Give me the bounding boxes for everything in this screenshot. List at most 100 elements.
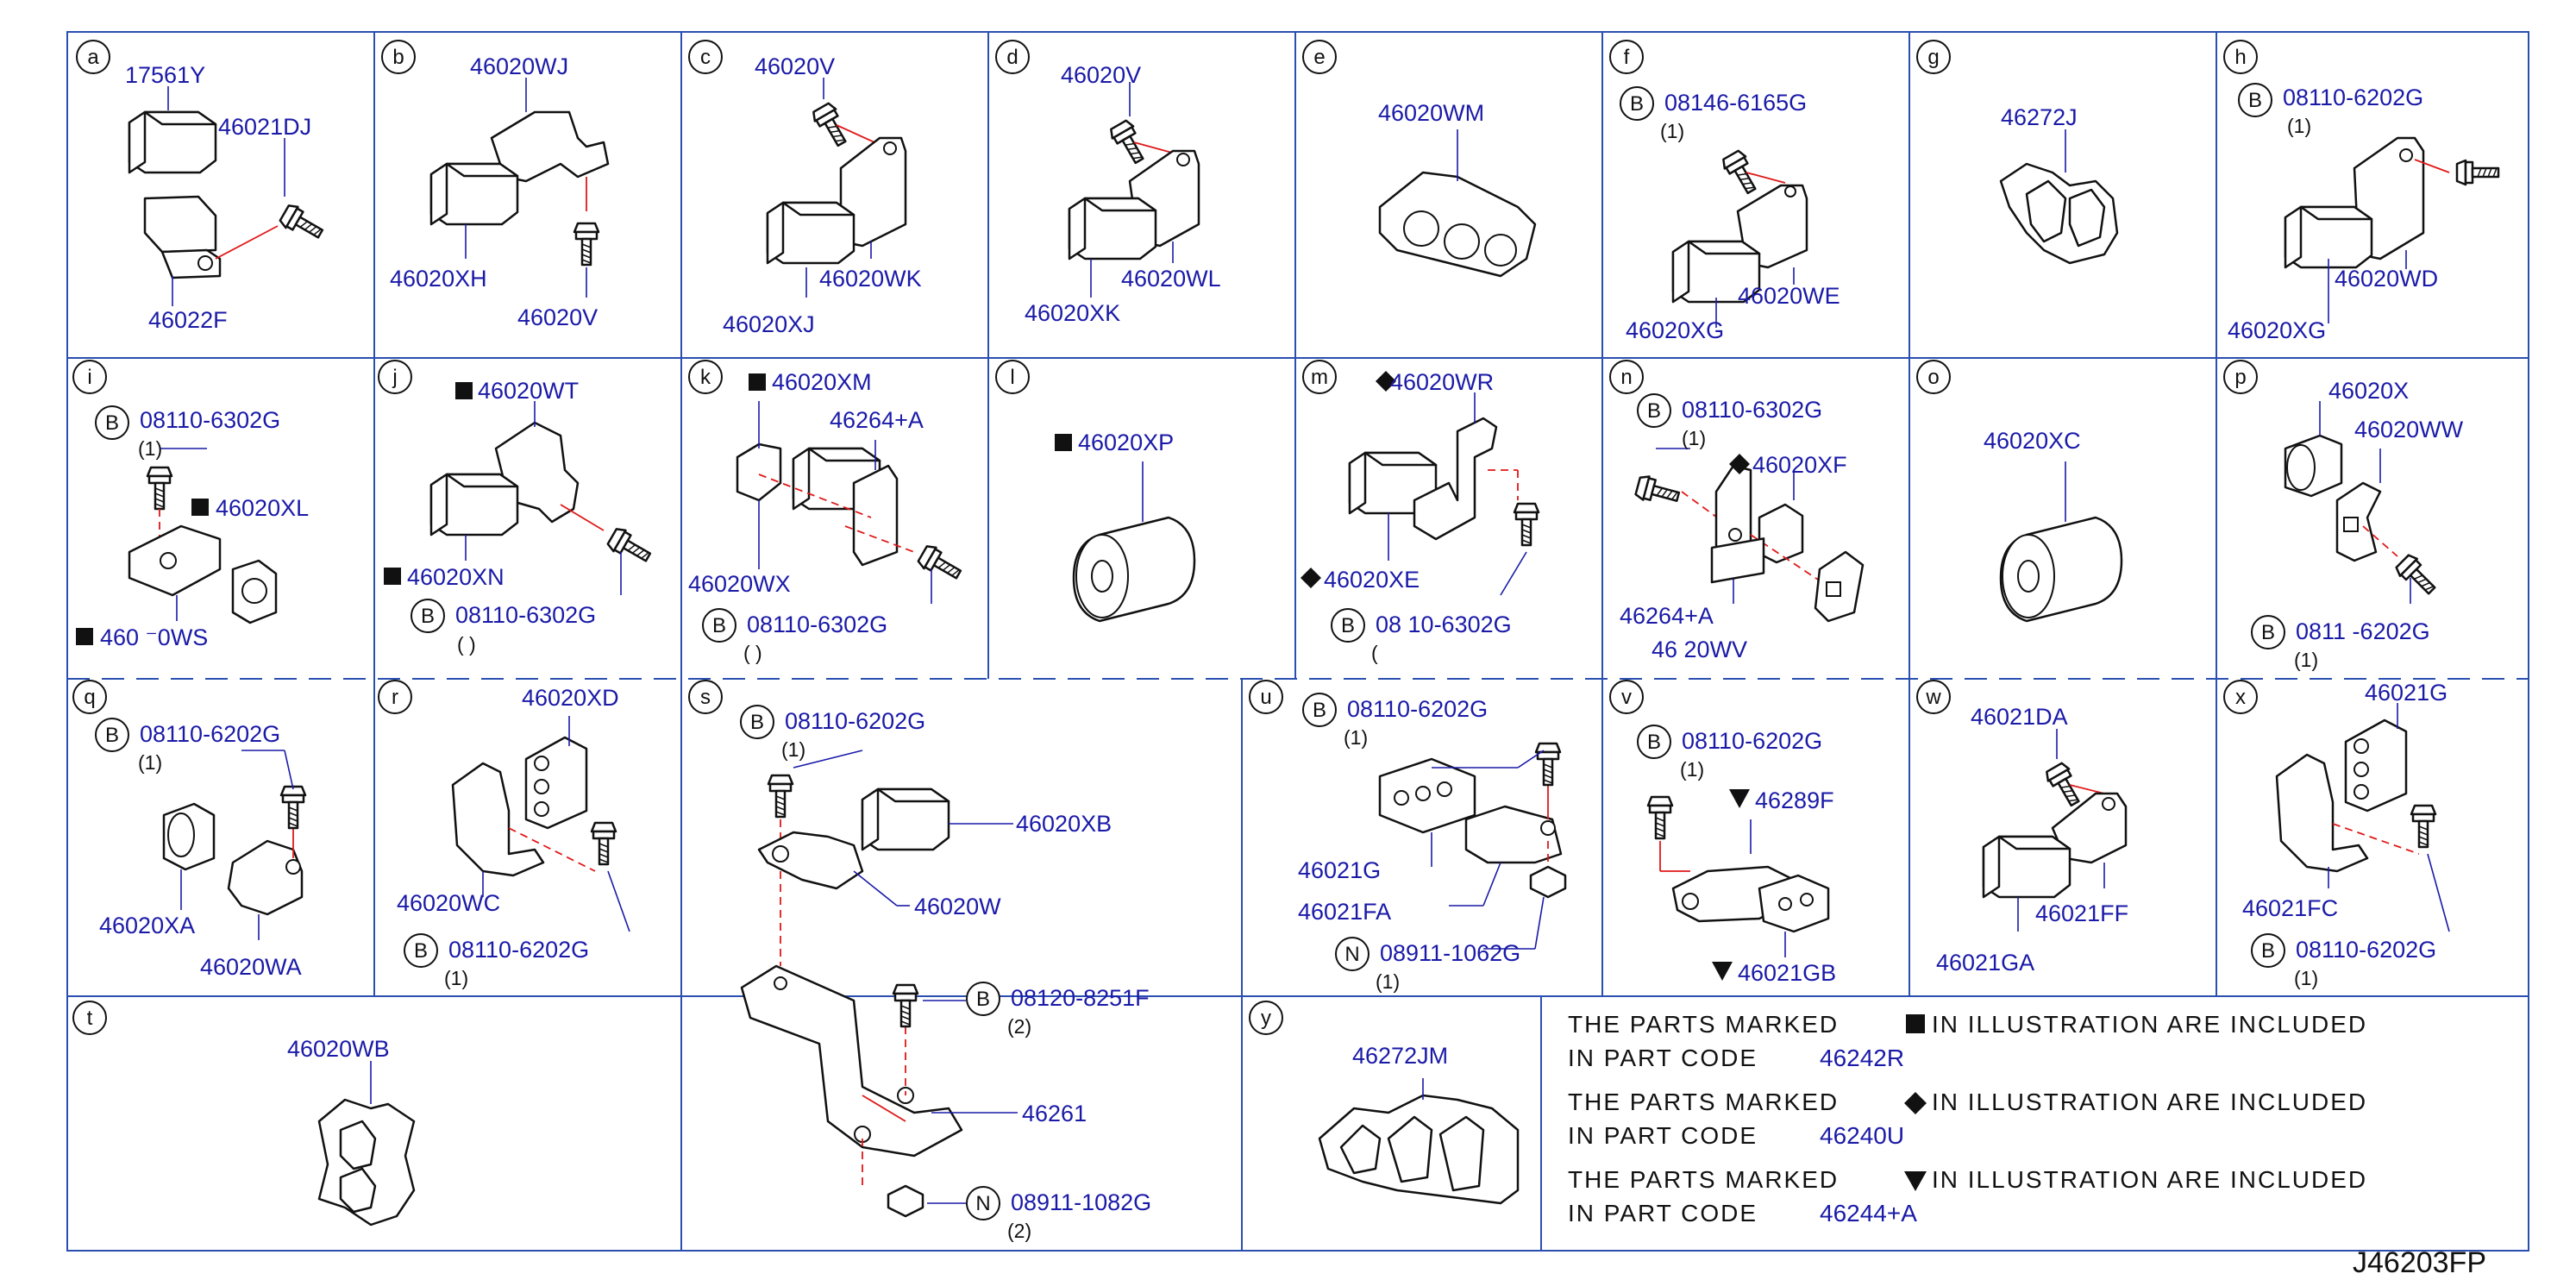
part-label: 46020XP	[1078, 430, 1174, 455]
svg-text:l: l	[1010, 366, 1014, 389]
circle-b-letter: B	[421, 605, 435, 628]
panel-i-illustration	[128, 448, 278, 624]
panel-letter-l: l	[995, 360, 1030, 394]
note-3-suffix: IN ILLUSTRATION ARE INCLUDED	[1932, 1166, 2367, 1193]
panel-letter-m: m	[1302, 360, 1337, 394]
circle-b-letter: B	[1647, 399, 1661, 423]
panel-o-illustration	[1999, 461, 2123, 623]
svg-text:d: d	[1006, 46, 1018, 69]
part-label: 46020XJ	[723, 311, 815, 337]
circle-b-letter: B	[2248, 89, 2262, 112]
svg-text:n: n	[1620, 366, 1632, 389]
circle-b-letter: B	[1341, 614, 1355, 637]
qty-label: ( )	[457, 633, 476, 656]
qty-label: (1)	[138, 751, 162, 774]
note-3-code: 46244+A	[1820, 1200, 1917, 1227]
note-2-line-2: IN PART CODE	[1568, 1122, 1758, 1149]
triangle-mark-icon	[1712, 962, 1733, 981]
panel-letter-u: u	[1249, 680, 1283, 714]
panel-v-illustration	[1646, 537, 1830, 957]
part-label: 46020XH	[390, 266, 487, 292]
circle-b-letter: B	[105, 411, 119, 435]
circle-b-letter: B	[1647, 731, 1661, 754]
part-label: 46264+A	[830, 407, 924, 433]
square-mark-icon	[76, 628, 93, 645]
part-label: 46020XD	[522, 685, 619, 711]
part-label: 08110-6302G	[747, 612, 887, 637]
svg-text:u: u	[1260, 686, 1271, 709]
circle-b-letter: B	[750, 711, 764, 734]
svg-text:y: y	[1261, 1007, 1271, 1030]
part-label: 46020WJ	[470, 53, 568, 79]
svg-text:h: h	[2234, 46, 2246, 69]
panel-x-illustration	[2275, 703, 2450, 932]
part-label: 08110-6202G	[785, 708, 925, 734]
qty-label: (2)	[1007, 1220, 1031, 1242]
circle-b-icon	[2251, 933, 2285, 968]
panel-letter-k: k	[688, 360, 723, 394]
part-label: 46020WC	[397, 890, 500, 916]
part-label: 46020XM	[772, 369, 872, 395]
part-label: 46020XG	[2228, 317, 2326, 343]
circle-n-icon	[966, 1186, 1000, 1220]
qty-label: (1)	[2294, 967, 2318, 989]
panel-d-illustration	[1068, 82, 1200, 298]
part-label: 46020XC	[1984, 428, 2081, 454]
diamond-mark-icon	[1729, 454, 1750, 474]
panel-letter-g: g	[1916, 40, 1951, 74]
circle-n-letter: N	[1344, 943, 1359, 966]
panel-h-illustration	[2284, 136, 2500, 323]
part-label: 08110-6302G	[140, 407, 280, 433]
part-label: 08110-6202G	[1682, 728, 1822, 754]
panel-u-illustration	[1378, 742, 1567, 950]
circle-b-icon	[95, 405, 129, 440]
square-mark-icon	[455, 382, 473, 399]
panel-c-illustration	[766, 78, 907, 298]
svg-text:s: s	[700, 686, 711, 709]
svg-text:j: j	[392, 366, 397, 389]
square-mark-icon	[384, 568, 401, 585]
qty-label: (1)	[2287, 115, 2311, 137]
panel-letter-t: t	[72, 1001, 107, 1035]
part-label: 46021G	[1298, 857, 1381, 883]
svg-text:k: k	[700, 366, 711, 389]
part-label: 46020X	[2328, 378, 2409, 404]
part-label: 46020WL	[1121, 266, 1221, 292]
circle-b-icon	[2251, 615, 2285, 649]
qty-label: (1)	[1660, 120, 1684, 142]
panel-dividers	[373, 32, 2528, 1252]
note-2-suffix: IN ILLUSTRATION ARE INCLUDED	[1932, 1089, 2367, 1115]
part-label: 08110-6202G	[448, 937, 589, 963]
circle-b-icon	[411, 599, 445, 633]
panel-p-illustration	[2284, 401, 2441, 604]
part-label: 46021GA	[1936, 950, 2034, 976]
circle-b-icon	[702, 608, 736, 643]
part-label: 08110-6202G	[1347, 696, 1488, 722]
panel-letter-p: p	[2223, 360, 2258, 394]
part-label: 17561Y	[125, 62, 205, 88]
panel-letter-b: b	[381, 40, 416, 74]
circle-b-icon	[1637, 725, 1671, 759]
panel-letter-o: o	[1916, 360, 1951, 394]
qty-label: (1)	[1682, 427, 1706, 449]
part-label: 46021FC	[2242, 895, 2338, 921]
part-label: 46020XB	[1016, 811, 1112, 837]
panel-letter-c: c	[688, 40, 723, 74]
circle-n-icon	[1335, 937, 1369, 971]
circle-b-letter: B	[105, 724, 119, 747]
circle-b-letter: B	[976, 988, 990, 1011]
qty-label: (1)	[444, 967, 468, 989]
circle-b-icon	[1331, 608, 1365, 643]
qty-label: (1)	[1344, 726, 1368, 749]
diagram-code: J46203FP	[2353, 1246, 2486, 1279]
part-label: 46020V	[1061, 62, 1141, 88]
panel-letter-d: d	[995, 40, 1030, 74]
part-label: 46021G	[2365, 680, 2448, 706]
part-label: 46272JM	[1352, 1043, 1448, 1069]
part-label: 46021DA	[1971, 704, 2068, 730]
part-label: 08110-6202G	[2283, 85, 2423, 110]
part-label: 46020WW	[2354, 417, 2464, 442]
qty-label: (1)	[2294, 649, 2318, 671]
circle-n-letter: N	[975, 1192, 990, 1215]
panel-f-illustration	[1671, 147, 1808, 328]
